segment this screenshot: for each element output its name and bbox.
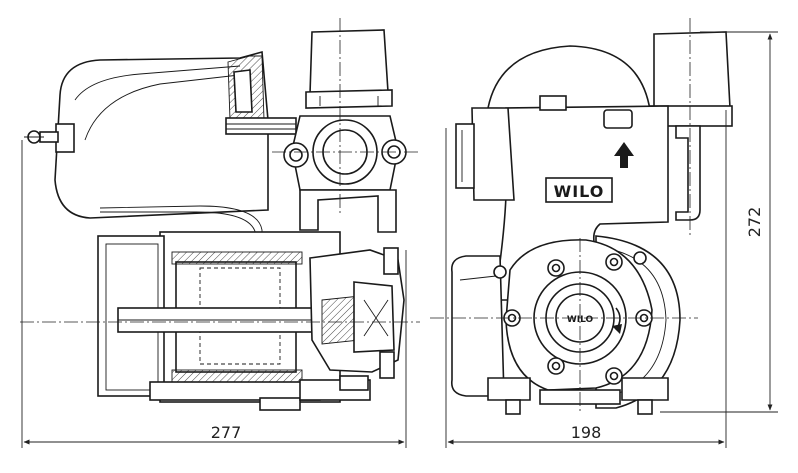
pump-brand-logo: WILO [567, 315, 594, 325]
pipe-port [283, 115, 407, 233]
dimension-height-label: 272 [745, 207, 764, 238]
air-valve [24, 123, 75, 153]
pressure-tank [54, 50, 297, 219]
body-brand-logo: WILO [554, 182, 605, 201]
pump-volute: WILO [505, 239, 653, 391]
dimension-height: 272 [660, 31, 778, 413]
pressure-switch [305, 29, 393, 109]
dimension-side-width-label: 277 [211, 423, 242, 442]
pump-head [309, 247, 405, 391]
side-view: 277 [20, 18, 420, 448]
motor-body [97, 231, 371, 411]
dimension-front-width-label: 198 [571, 423, 602, 442]
power-cable [99, 205, 263, 248]
front-pressure-switch [649, 31, 733, 221]
body-logo-plate [545, 177, 613, 203]
dimension-side-width: 277 [21, 140, 407, 448]
flow-arrow-icon [614, 142, 634, 168]
dimension-front-width: 198 [445, 110, 727, 448]
front-view: WILO WILO [430, 18, 778, 448]
